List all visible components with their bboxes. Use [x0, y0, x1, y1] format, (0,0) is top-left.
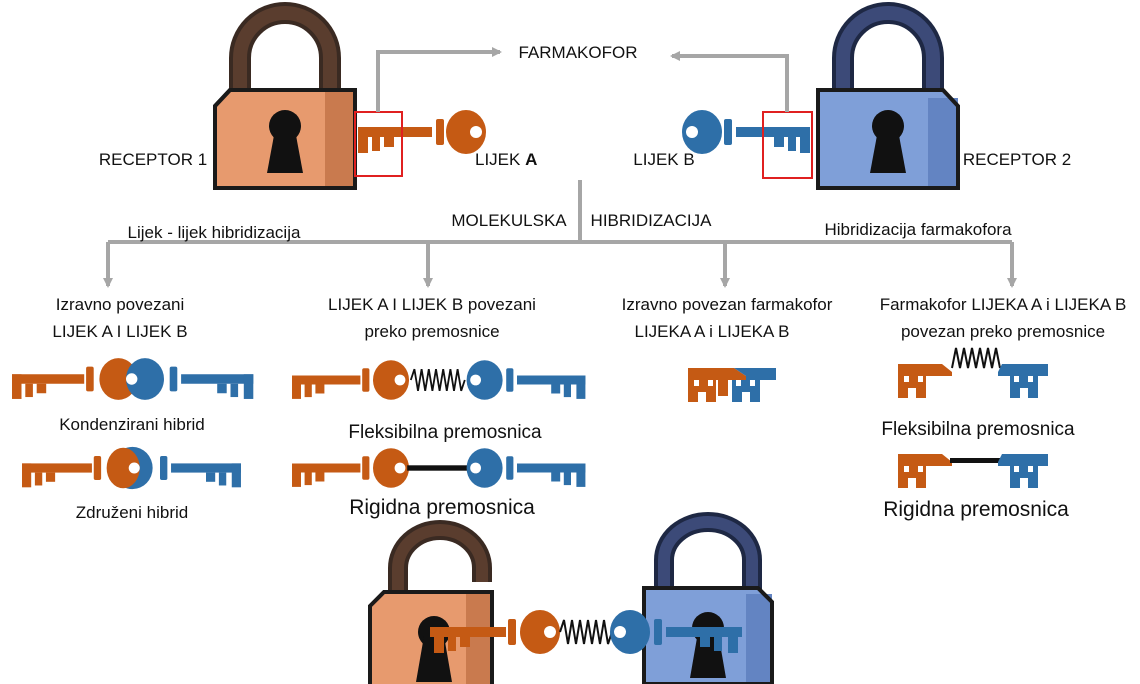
col2-caption-flexible: Fleksibilna premosnica — [348, 422, 542, 443]
arrow-a-to-farmakofor — [376, 47, 502, 112]
col4-caption-flexible: Fleksibilna premosnica — [881, 419, 1075, 440]
farmakofor-label: FARMAKOFOR — [518, 43, 637, 62]
drug-a-label-letter: A — [525, 150, 537, 169]
pharmacophore-hybridization-label: Hibridizacija farmakofora — [824, 220, 1012, 239]
col2-caption-rigid: Rigidna premosnica — [349, 496, 535, 519]
bottom-receptor-2-open-padlock-icon — [642, 512, 774, 684]
hibridizacija-label: HIBRIDIZACIJA — [591, 211, 713, 230]
flexible-linker-keys-icon — [292, 360, 586, 400]
col4-heading-line2: povezan preko premosnice — [901, 322, 1105, 341]
col1-caption-condensed: Kondenzirani hibrid — [59, 415, 205, 434]
col3-heading-line1: Izravno povezan farmakofor — [622, 295, 833, 314]
col3-heading-line2: LIJEKA A i LIJEKA B — [635, 322, 790, 341]
molekulska-label: MOLEKULSKA — [451, 211, 567, 230]
col2-heading-line2: preko premosnice — [364, 322, 499, 341]
drug-a-label: LIJEK A — [475, 150, 537, 169]
col1-heading-line2: LIJEK A I LIJEK B — [52, 322, 187, 341]
col1-caption-merged: Združeni hibrid — [76, 503, 188, 522]
rigid-linker-keys-icon — [292, 448, 586, 488]
rigid-linker-pharmacophore-icon — [898, 454, 1048, 488]
receptor-1-padlock-icon — [215, 13, 355, 188]
drug-a-label-prefix: LIJEK — [475, 150, 525, 169]
arrow-b-to-farmakofor — [670, 51, 789, 112]
drug-b-key-icon — [682, 110, 810, 154]
receptor-2-label: RECEPTOR 2 — [963, 150, 1071, 169]
drug-drug-hybridization-label: Lijek - lijek hibridizacija — [128, 223, 301, 242]
col1-heading-line1: Izravno povezani — [56, 295, 185, 314]
condensed-hybrid-icon — [12, 358, 254, 400]
drug-a-key-icon — [358, 110, 486, 154]
bottom-receptor-1-open-padlock-icon — [368, 520, 494, 684]
col2-heading-line1: LIJEK A I LIJEK B povezani — [328, 295, 536, 314]
flexible-linker-pharmacophore-icon — [898, 347, 1048, 398]
receptor-1-label: RECEPTOR 1 — [99, 150, 207, 169]
merged-pharmacophore-icon — [688, 368, 776, 402]
drug-b-label: LIJEK B — [633, 150, 694, 169]
col4-heading-line1: Farmakofor LIJEKA A i LIJEKA B — [880, 295, 1127, 314]
receptor-2-padlock-icon — [818, 13, 958, 188]
bottom-hybrid-drug-key-icon — [430, 610, 742, 654]
col4-caption-rigid: Rigidna premosnica — [883, 498, 1069, 521]
merged-hybrid-icon — [22, 446, 241, 490]
